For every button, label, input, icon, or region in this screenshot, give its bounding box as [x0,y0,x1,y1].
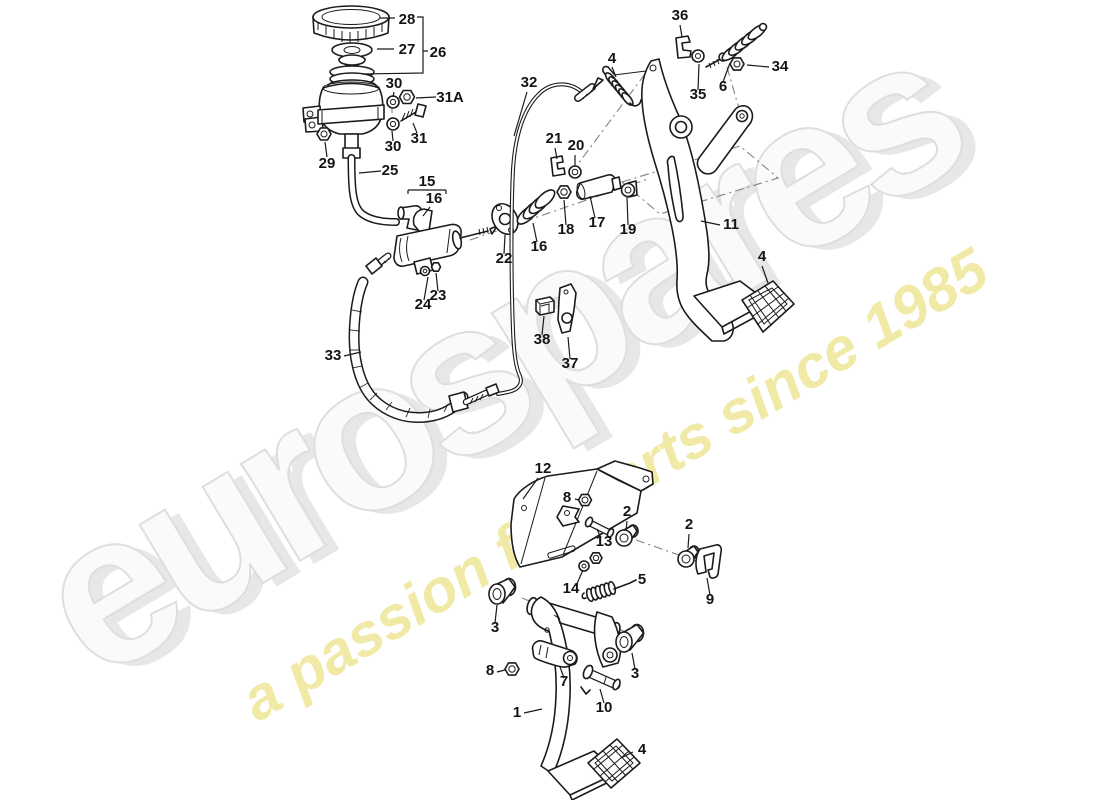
callout-17: 17 [589,214,606,231]
bushings-2-clip-9-drawing [615,524,723,579]
callout-5: 5 [638,571,646,588]
callout-22: 22 [496,250,513,267]
clutch-pipe-32-drawing [496,77,604,396]
callout-30b: 30 [385,138,402,155]
callout-33: 33 [325,347,342,364]
callout-3a: 3 [491,619,499,636]
brake-pedal-11-drawing [641,58,771,342]
callout-27: 27 [399,41,416,58]
callout-16b: 16 [531,238,548,255]
callout-34: 34 [772,58,789,75]
reservoir-cap-drawing [312,5,390,68]
callout-23: 23 [430,287,447,304]
callout-15: 15 [419,173,436,190]
callout-26: 26 [430,44,447,61]
callout-10: 10 [596,699,613,716]
callout-4a: 4 [608,50,617,67]
callout-4b: 4 [758,248,767,265]
callout-18: 18 [558,221,575,238]
callout-32: 32 [521,74,538,91]
callout-31: 31 [411,130,428,147]
callout-8a: 8 [563,489,571,506]
callout-19: 19 [620,221,637,238]
master-cylinder-drawing [393,208,498,277]
callout-11: 11 [723,216,739,233]
callout-25: 25 [382,162,399,179]
return-spring-4-drawing [602,65,648,107]
pedal-bracket-12-drawing [510,460,654,568]
reservoir-body-drawing [302,65,385,159]
pushrod-parts-drawing [491,155,638,236]
callout-35: 35 [690,86,707,103]
boot-assembly-6-drawing [675,22,768,71]
clutch-pad-4-drawing [587,738,641,789]
callout-8b: 8 [486,662,494,679]
callout-9: 9 [706,591,714,608]
leader-lines [324,16,770,759]
callout-2a: 2 [623,503,631,520]
callout-31A: 31A [436,89,464,106]
callout-14: 14 [563,580,580,597]
callout-24: 24 [415,296,432,313]
bracket-37-38-drawing [535,283,577,334]
callout-1: 1 [513,704,521,721]
watermark: eurospares eurospares a passion for part… [0,0,1012,734]
callout-4c: 4 [638,741,647,758]
callout-2b: 2 [685,516,693,533]
callout-20: 20 [568,137,585,154]
callout-12: 12 [535,460,552,477]
callout-29: 29 [319,155,336,172]
callout-38: 38 [534,331,551,348]
callout-21: 21 [546,130,563,147]
callout-13: 13 [596,533,613,550]
callout-37: 37 [562,355,579,372]
brake-pad-4-drawing [741,280,795,333]
callout-6: 6 [719,78,727,95]
callout-7: 7 [560,673,568,690]
clutch-hose-33-drawing [348,252,500,423]
callout-3b: 3 [631,665,639,682]
callout-30a: 30 [386,75,403,92]
washer-nut-14-spring-5-drawing [578,551,637,603]
callout-labels: 28 27 26 30 31A 31 30 29 25 15 16 32 4 3… [319,7,789,758]
callout-28: 28 [399,11,416,28]
reservoir-hardware-drawing [386,89,427,131]
callout-36: 36 [672,7,689,24]
callout-16a: 16 [426,190,443,207]
